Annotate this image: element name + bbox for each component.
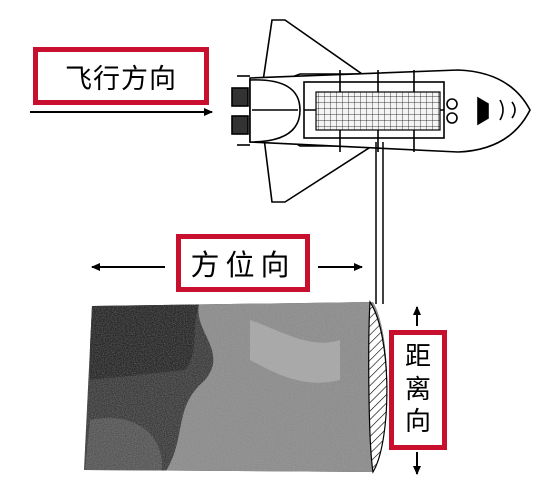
range-label-char-1: 距: [404, 342, 431, 373]
azimuth-direction-label: 方位向: [176, 234, 310, 292]
radar-beam: [375, 142, 384, 304]
range-label-char-3: 向: [404, 407, 431, 438]
sar-terrain-image: [84, 300, 388, 474]
space-shuttle-icon: [231, 19, 531, 203]
range-label-char-2: 离: [404, 374, 431, 405]
flight-direction-label: 飞行方向: [33, 47, 209, 105]
range-direction-label: 距 离 向: [389, 330, 447, 450]
